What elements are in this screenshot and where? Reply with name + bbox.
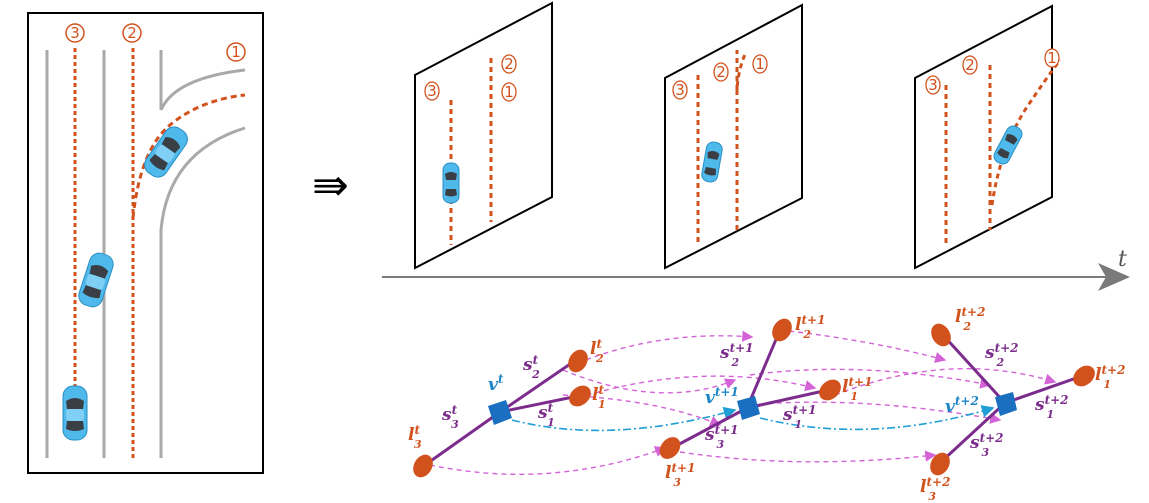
lane-2-number: 2	[127, 24, 137, 42]
time-axis: t	[382, 247, 1130, 291]
svg-text:lt3: lt3	[408, 423, 422, 451]
node-l3-t	[413, 454, 433, 478]
node-l2-t	[568, 349, 588, 373]
frame-t1-lane-2: 2	[716, 63, 726, 81]
node-v-t2	[995, 392, 1017, 416]
node-l2-t1	[772, 318, 792, 342]
node-l1-t1	[819, 379, 841, 401]
frame-t: 3 2 1	[414, 1, 553, 270]
svg-text:st+13: st+13	[704, 423, 739, 451]
frame-t1-lane-1: 1	[755, 55, 765, 73]
svg-text:lt+12: lt+12	[795, 313, 825, 341]
svg-text:lt+23: lt+23	[920, 475, 950, 503]
frame-t-lane-2: 2	[504, 55, 514, 73]
frame-t-lane-3: 3	[427, 82, 437, 100]
frame-t2-lane-1: 1	[1047, 49, 1057, 67]
time-axis-label: t	[1118, 247, 1127, 272]
node-l3-t2	[930, 452, 950, 476]
svg-text:lt+21: lt+21	[1095, 363, 1125, 391]
svg-text:vt: vt	[488, 372, 504, 395]
node-l3-t1	[659, 437, 681, 459]
road-panel: 3 2 1	[27, 12, 264, 474]
svg-text:st+21: st+21	[1034, 393, 1069, 421]
frame-t1: 3 2 1	[664, 3, 803, 270]
node-l1-t	[569, 385, 591, 407]
implies-arrow: ⇛	[312, 160, 349, 211]
frame-t-lane-1: 1	[504, 83, 514, 101]
svg-text:lt1: lt1	[592, 383, 606, 411]
svg-text:lt+11: lt+11	[842, 375, 872, 403]
svg-text:vt+1: vt+1	[705, 385, 739, 408]
node-v-t	[488, 400, 512, 425]
frame-t2: 3 2 1	[914, 4, 1062, 270]
graph-nodes	[413, 318, 1095, 478]
node-l2-t2	[931, 323, 951, 347]
node-l1-t2	[1073, 365, 1095, 387]
svg-text:st+12: st+12	[719, 341, 754, 369]
svg-text:st3: st3	[441, 403, 459, 431]
lane-3-number: 3	[70, 24, 80, 42]
temporal-edges	[429, 329, 1057, 476]
lane-1-path	[131, 93, 246, 219]
svg-text:st+11: st+11	[782, 403, 817, 431]
frame-t2-lane-3: 3	[928, 76, 938, 94]
svg-text:vt+2: vt+2	[945, 394, 979, 417]
frame-t1-lane-3: 3	[675, 81, 685, 99]
car-bottom	[62, 385, 88, 441]
node-v-t1	[737, 396, 760, 420]
spatial-edges	[424, 329, 1083, 467]
svg-text:st1: st1	[537, 401, 555, 429]
svg-text:lt+13: lt+13	[665, 461, 695, 489]
svg-text:st+22: st+22	[984, 341, 1019, 369]
svg-text:st+23: st+23	[969, 431, 1004, 459]
svg-text:lt2: lt2	[590, 337, 604, 365]
svg-text:lt+22: lt+22	[955, 305, 985, 333]
lane-1-number: 1	[231, 43, 241, 61]
frame-t2-lane-2: 2	[965, 56, 975, 74]
svg-text:st2: st2	[522, 353, 540, 381]
